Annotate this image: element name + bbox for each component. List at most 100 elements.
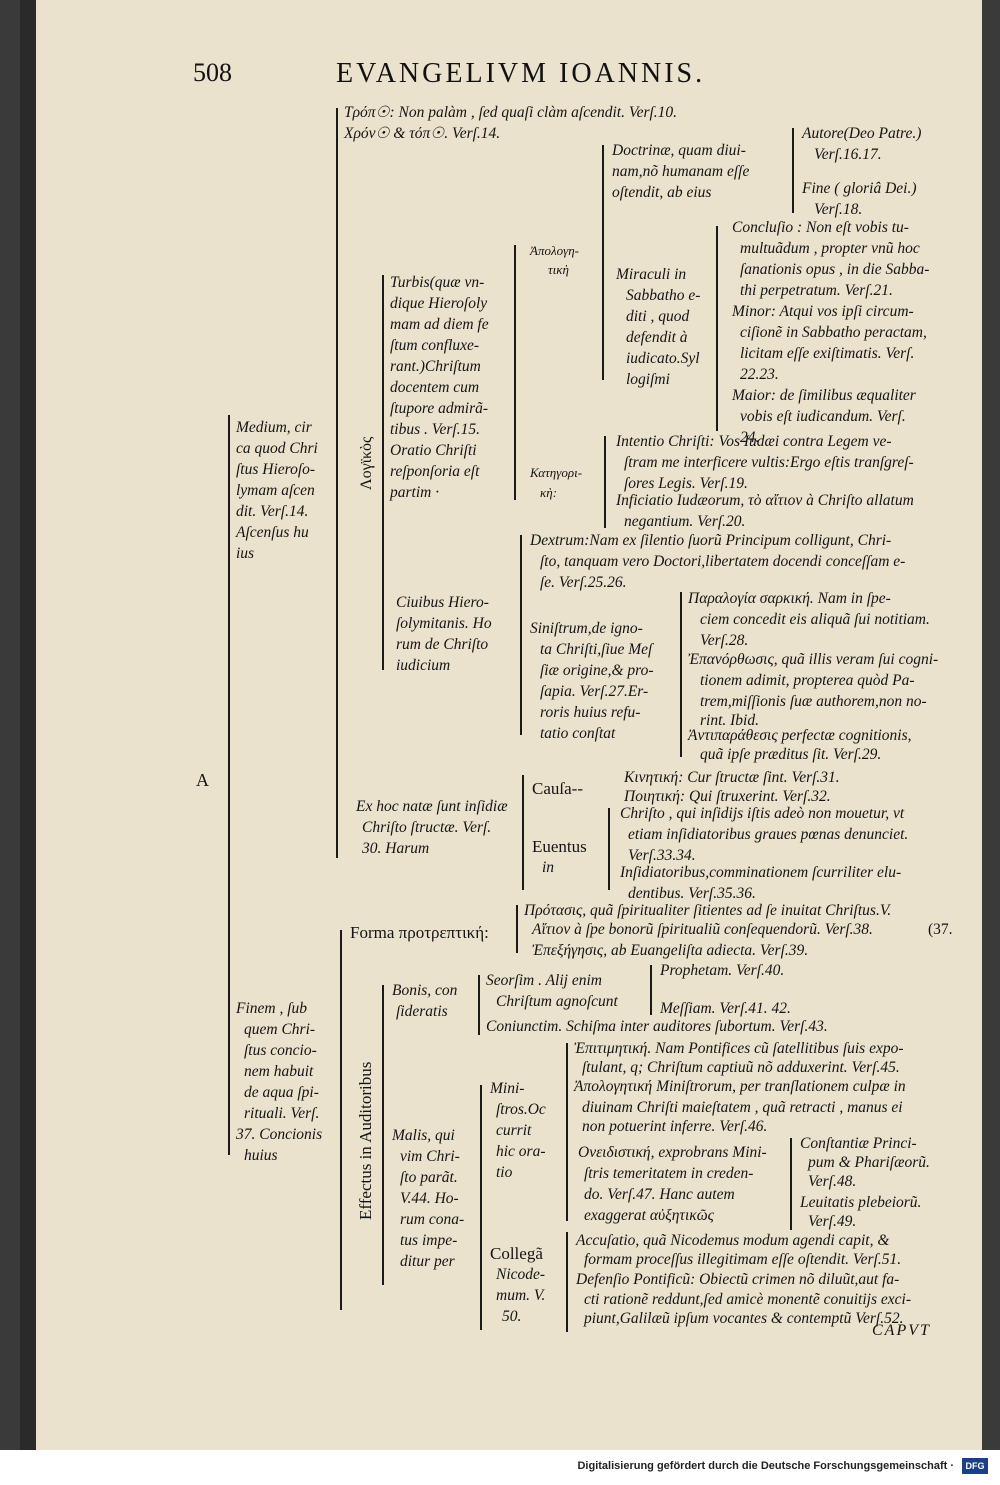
dfg-logo[interactable]: DFG [962, 1458, 988, 1474]
brace-forma [516, 905, 518, 953]
bonis-0: Bonis, con [392, 982, 458, 999]
seorsim-0: Seorſim . Alij enim [486, 972, 602, 989]
turbis-6: ſtupore admirã- [390, 400, 489, 417]
effectus-label: Effectus in Auditoribus [356, 1061, 375, 1220]
finem-3: nem habuit [244, 1063, 314, 1080]
minor-1: ciſionẽ in Sabbatho peractam, [740, 324, 927, 341]
sinistrum-1: ta Chriſti,ſiue Meſ [540, 641, 653, 658]
paralogia-1: ciem concedit eis aliquã ſui notitiam. [700, 611, 930, 628]
finem-1: quem Chri- [244, 1021, 316, 1038]
protasis-2: Ἐπεξήγησις, ab Euangeliſta adiecta. Verſ… [532, 942, 809, 959]
causa: Cauſa-- [532, 779, 583, 798]
finem-7: huius [244, 1147, 278, 1164]
oneidistike-2: do. Verſ.47. Hanc autem [584, 1186, 735, 1203]
ex-hoc-0: Ex hoc natæ ſunt inſidiæ [356, 798, 508, 815]
leuitatis-1: Verſ.49. [808, 1213, 857, 1230]
miraculi-2: diti , quod [626, 308, 690, 325]
conclusio-2: ſanationis opus , in die Sabba- [740, 261, 930, 278]
brace-effectus [382, 985, 384, 1285]
turbis-9: reſponſoria eſt [390, 463, 480, 480]
margin-note: (37. [928, 921, 953, 938]
seorsim-1: Chriſtum agnoſcunt [496, 993, 618, 1010]
malis-6: ditur per [400, 1253, 455, 1270]
miraculi-3: defendit à [626, 329, 688, 346]
poietike: Ποιητική: Qui ſtruxerint. Verſ.32. [624, 788, 831, 805]
collega-2: mum. V. [496, 1287, 546, 1304]
ministros-2: currit [496, 1122, 532, 1139]
apologetike2-1: diuinam Chriſti maieſtatem , quã retract… [582, 1099, 903, 1116]
maior-0: Maior: de ſimilibus æqualiter [732, 387, 916, 404]
inficiatio-1: negantium. Verſ.20. [624, 513, 746, 530]
medium-4: dit. Verſ.14. [236, 503, 309, 520]
medium-6: ius [236, 545, 255, 562]
medium-1: ca quod Chri [236, 440, 318, 457]
footer-credit: Digitalisierung gefördert durch die Deut… [577, 1460, 954, 1472]
accusatio-1: formam proceſſus illegitimam eſſe oſtend… [584, 1251, 902, 1268]
miraculi-0: Miraculi in [616, 266, 687, 283]
turbis-2: mam ad diem fe [390, 316, 489, 333]
epanorthosis-2: trem,miſſionis ſuæ authorem,non no- [700, 693, 927, 710]
ministros-0: Mini- [490, 1080, 525, 1097]
antithesis-1: quã ipſe præditus ſit. Verſ.29. [700, 746, 882, 763]
miraculi-5: logiſmi [626, 371, 670, 388]
constantiae-2: Verſ.48. [808, 1173, 857, 1190]
paralogia-0: Παραλογία σαρκική. Nam in ſpe- [688, 590, 891, 607]
malis-3: V.44. Ho- [400, 1190, 459, 1207]
doctrinae-2: oſtendit, ab eius [612, 184, 712, 201]
apologetike-1: τικὴ [548, 262, 569, 277]
defensio-1: cti rationẽ reddunt,ſed amicè monentẽ co… [584, 1291, 911, 1308]
catchword: CAPVT [872, 1322, 931, 1339]
brace-seorsim [650, 965, 652, 1015]
miraculi-1: Sabbatho e- [626, 287, 701, 304]
leuitatis-0: Leuitatis plebeiorũ. [800, 1194, 922, 1211]
kinetike: Κινητική: Cur ſtructæ ſint. Verſ.31. [624, 769, 840, 786]
finem-6: 37. Concionis [236, 1126, 323, 1143]
brace-finem [340, 930, 342, 1310]
root-letter: A [196, 770, 209, 790]
brace-logikos [382, 275, 384, 670]
turbis-1: dique Hieroſoly [390, 295, 488, 312]
page-number: 508 [193, 58, 232, 87]
running-title: EVANGELIVM IOANNIS. [336, 58, 706, 89]
autore-0: Autore(Deo Patre.) [802, 125, 922, 142]
maior-1: vobis eſt iudicandum. Verſ. [740, 408, 906, 425]
apologetike2-2: non potuerint inferre. Verſ.46. [582, 1118, 768, 1135]
finem-0: Finem , ſub [236, 1000, 308, 1017]
malis-4: rum cona- [400, 1211, 465, 1228]
doctrinae-1: nam,nõ humanam eſſe [612, 163, 750, 180]
accusatio-0: Accuſatio, quã Nicodemus modum agendi ca… [576, 1232, 890, 1249]
messiam: Meſſiam. Verſ.41. 42. [660, 1000, 791, 1017]
brace-apologetike [514, 245, 516, 500]
conclusio-3: thi perpetratum. Verſ.21. [740, 282, 893, 299]
ex-hoc-2: 30. Harum [362, 840, 430, 857]
ministros-4: tio [496, 1164, 513, 1181]
scan-edge [20, 0, 36, 1450]
protasis-0: Πρότασις, quã ſpiritualiter ſitientes ad… [524, 902, 892, 919]
euentus-0: Euentus [532, 837, 587, 856]
dextrum-0: Dextrum:Nam ex ſilentio ſuorũ Principum … [530, 532, 892, 549]
autore-1: Verſ.16.17. [814, 146, 882, 163]
christo-1: etiam inſidiatoribus graues pœnas denunc… [628, 826, 909, 843]
turbis-8: Oratio Chriſti [390, 442, 477, 459]
sinistrum-4: roris huius refu- [540, 704, 641, 721]
defensio-0: Defenſio Pontificũ: Obiectũ crimen nõ di… [576, 1271, 900, 1288]
christo-0: Chriſto , qui inſidijs iſtis adeò non mo… [620, 805, 905, 822]
turbis-10: partim · [390, 484, 440, 501]
conclusio-0: Concluſio : Non eſt vobis tu- [732, 219, 909, 236]
epanorthosis-1: tionem adimit, propterea quòd Pa- [700, 672, 915, 689]
brace-root [228, 415, 230, 1155]
brace-oneidistike [790, 1138, 792, 1230]
malis-5: tus impe- [400, 1232, 458, 1249]
maior-2: 24. [740, 429, 760, 445]
brace-doctrinae [602, 145, 604, 380]
sinistrum-2: ſiæ origine,& pro- [540, 662, 654, 679]
ex-hoc-1: Chriſto ſtructæ. Verſ. [362, 819, 492, 836]
ministros-3: hic ora- [496, 1143, 546, 1160]
turbis-0: Turbis(quæ vn- [390, 274, 485, 291]
finem-2: ſtus concio- [244, 1042, 317, 1059]
ciuibus-0: Ciuibus Hiero- [396, 594, 489, 611]
medium-5: Aſcenſus hu [236, 524, 309, 541]
epanorthosis-3: rint. Ibid. [700, 712, 759, 729]
finem-4: de aqua ſpi- [244, 1084, 319, 1101]
brace-collega [566, 1232, 568, 1332]
